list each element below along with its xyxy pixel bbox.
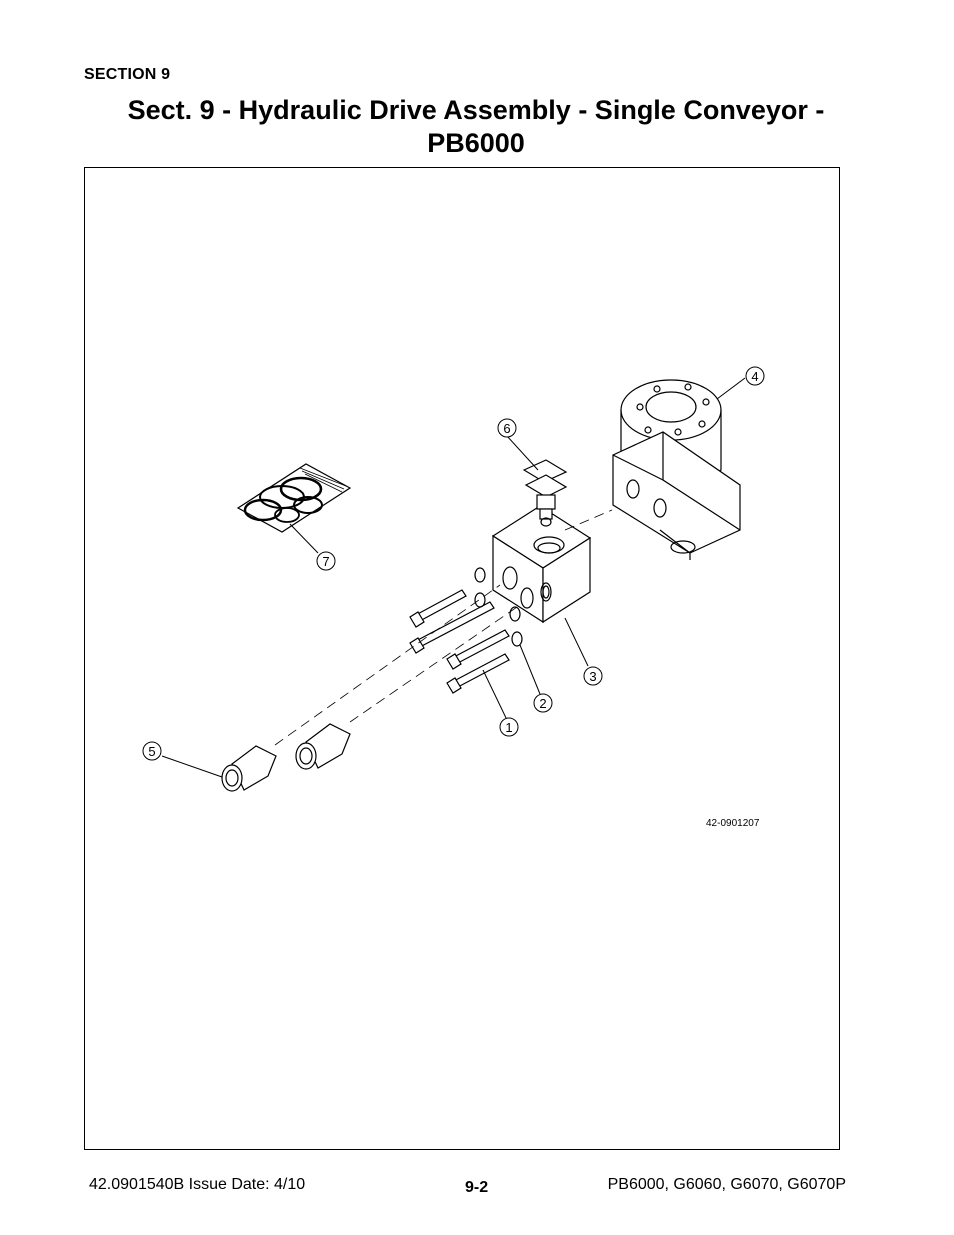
callout-1-balloon	[499, 717, 519, 737]
callout-7-label: 7	[322, 554, 329, 569]
seal-kit-bag	[236, 463, 352, 533]
washers	[474, 567, 523, 647]
callout-1-label: 1	[505, 720, 512, 735]
callout-3-label: 3	[589, 669, 596, 684]
callout-5-label: 5	[148, 744, 155, 759]
bolts	[409, 589, 510, 694]
callout-6-label: 6	[503, 421, 510, 436]
callout-4-balloon	[745, 366, 765, 386]
footer-models: PB6000, G6060, G6070, G6070P	[607, 1176, 846, 1193]
page-title: Sect. 9 - Hydraulic Drive Assembly - Sin…	[84, 94, 868, 160]
title-line-1: Sect. 9 - Hydraulic Drive Assembly - Sin…	[127, 95, 825, 125]
footer-document-id: 42.0901540B Issue Date: 4/10	[89, 1176, 306, 1193]
fittings	[221, 723, 351, 792]
drawing-number: 42-0901207	[706, 818, 760, 829]
callout-2-balloon	[533, 693, 553, 713]
callout-5-balloon	[142, 741, 162, 761]
callout-3-balloon	[583, 666, 603, 686]
title-line-2: PB6000	[427, 128, 525, 158]
hydraulic-motor	[612, 379, 741, 560]
diagram-frame	[84, 167, 840, 1150]
callout-4-label: 4	[751, 369, 758, 384]
callout-2-label: 2	[539, 696, 546, 711]
section-label: SECTION 9	[84, 66, 171, 83]
footer-page-number: 9-2	[465, 1179, 489, 1196]
callout-6-balloon	[497, 418, 517, 438]
callout-7-balloon	[316, 551, 336, 571]
valve-block	[491, 505, 592, 624]
